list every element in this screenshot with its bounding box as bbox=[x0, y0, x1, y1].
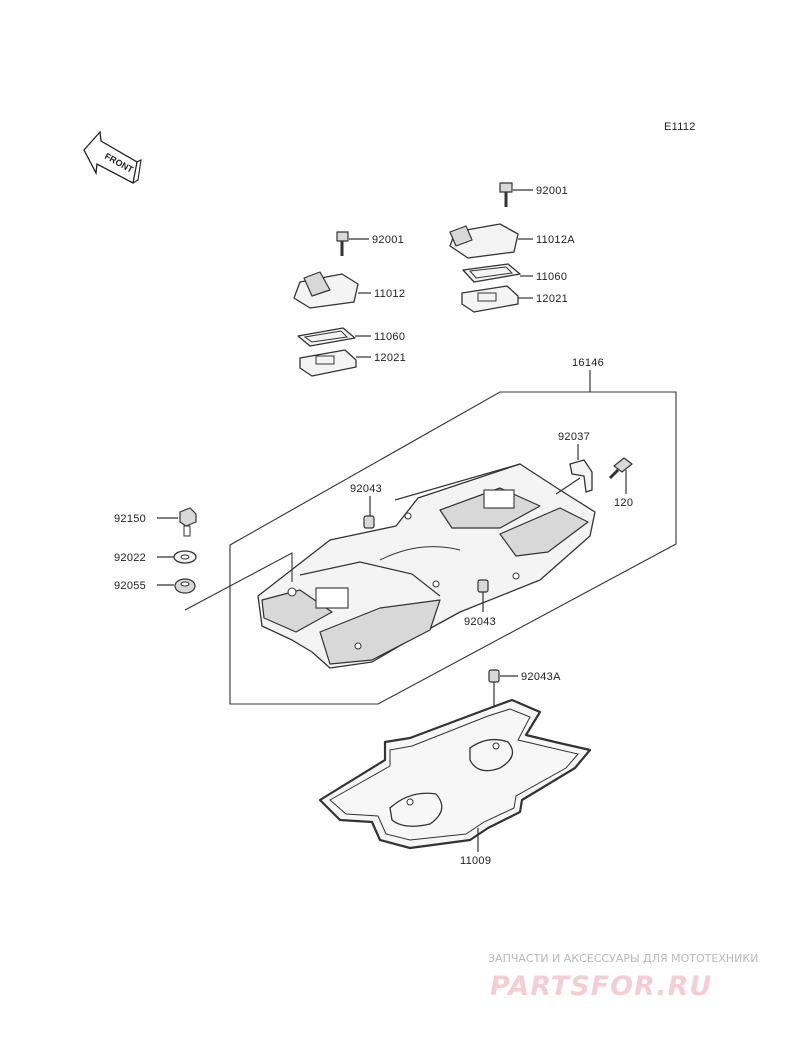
bolt-92001-left bbox=[336, 231, 369, 256]
assembly-frame-16146 bbox=[229, 391, 677, 705]
pin-92043-upper bbox=[363, 515, 375, 529]
screw-120 bbox=[608, 457, 633, 494]
diagram-code: E1112 bbox=[664, 121, 696, 133]
label-92022: 92022 bbox=[114, 552, 146, 564]
washer-92022 bbox=[173, 550, 197, 564]
label-92001-left: 92001 bbox=[372, 234, 404, 246]
leader-92055 bbox=[184, 552, 293, 611]
label-16146: 16146 bbox=[572, 357, 604, 369]
cover-11012a bbox=[449, 223, 533, 259]
label-11060-right: 11060 bbox=[536, 271, 567, 283]
bolt-92150 bbox=[179, 507, 197, 537]
front-arrow-icon: FRONT bbox=[83, 130, 142, 184]
label-12021-left: 12021 bbox=[374, 352, 406, 364]
label-11012: 11012 bbox=[374, 288, 405, 300]
bolt-92001-right bbox=[499, 182, 533, 207]
gasket-11060-left bbox=[297, 327, 371, 347]
label-92150: 92150 bbox=[114, 513, 146, 525]
head-cover-16146 bbox=[257, 463, 596, 669]
gasket-11009 bbox=[318, 698, 592, 850]
pin-92043a bbox=[488, 669, 500, 683]
label-12021-right: 12021 bbox=[536, 293, 568, 305]
label-120: 120 bbox=[614, 497, 633, 509]
label-11009: 11009 bbox=[460, 855, 491, 867]
plate-12021-left bbox=[299, 349, 371, 377]
bracket-92037 bbox=[555, 459, 593, 495]
cover-11012 bbox=[293, 271, 371, 309]
watermark-logo: PARTSFOR.RU bbox=[490, 971, 712, 1002]
label-92055: 92055 bbox=[114, 580, 146, 592]
plate-12021-right bbox=[461, 285, 533, 313]
label-92043a: 92043A bbox=[521, 671, 561, 683]
label-92037: 92037 bbox=[558, 431, 590, 443]
gasket-11060-right bbox=[462, 263, 533, 283]
label-11060-left: 11060 bbox=[374, 331, 405, 343]
damper-92055 bbox=[174, 578, 196, 594]
label-92043-upper: 92043 bbox=[350, 483, 382, 495]
label-11012a: 11012A bbox=[536, 234, 575, 246]
label-92001-right: 92001 bbox=[536, 185, 568, 197]
label-92043-lower: 92043 bbox=[464, 616, 496, 628]
watermark-caption: ЗАПЧАСТИ И АКСЕССУАРЫ ДЛЯ МОТОТЕХНИКИ bbox=[488, 952, 758, 965]
pin-92043-lower bbox=[477, 579, 489, 593]
